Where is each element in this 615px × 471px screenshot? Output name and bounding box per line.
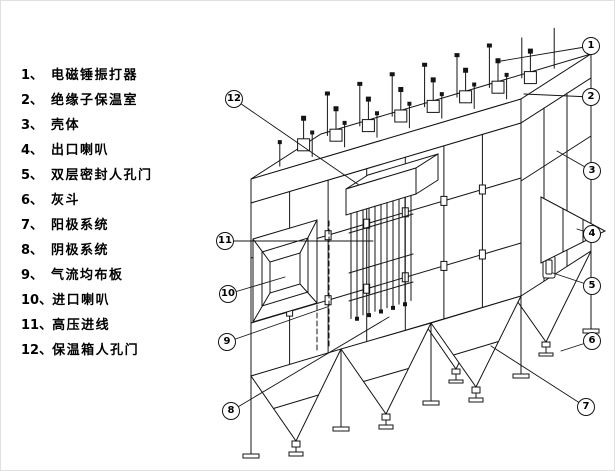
callout-number: 11 bbox=[218, 235, 232, 246]
legend-item-label: 出口喇叭 bbox=[51, 143, 110, 158]
callout-number: 7 bbox=[582, 401, 590, 412]
legend-item-7: 7、阳极系统 bbox=[21, 211, 153, 236]
legend-item-11: 11、高压进线 bbox=[21, 311, 153, 336]
support-legs bbox=[242, 295, 530, 459]
legend-item-label: 阳极系统 bbox=[51, 218, 110, 233]
legend-item-label: 双层密封人孔门 bbox=[51, 168, 153, 183]
callout-7: 7 bbox=[577, 398, 595, 416]
penthouse-insulation-box bbox=[345, 153, 439, 216]
legend-item-number: 3、 bbox=[21, 118, 44, 133]
callout-number: 1 bbox=[587, 40, 595, 51]
legend-item-label: 高压进线 bbox=[52, 318, 111, 333]
cathode-system bbox=[348, 195, 414, 321]
legend-item-6: 6、灰斗 bbox=[21, 186, 153, 211]
callout-number: 2 bbox=[587, 91, 595, 102]
callout-3: 3 bbox=[583, 162, 601, 180]
ash-hoppers bbox=[250, 295, 522, 442]
legend-item-number: 1、 bbox=[21, 68, 44, 83]
legend-item-label: 壳体 bbox=[51, 118, 81, 133]
parts-legend: 1、电磁锤振打器 2、绝缘子保温室 3、壳体 4、出口喇叭 5、双层密封人孔门 … bbox=[21, 61, 153, 361]
callout-6: 6 bbox=[583, 332, 601, 350]
legend-item-4: 4、出口喇叭 bbox=[21, 136, 153, 161]
legend-item-10: 10、进口喇叭 bbox=[21, 286, 153, 311]
callout-5: 5 bbox=[583, 277, 601, 295]
legend-item-3: 3、壳体 bbox=[21, 111, 153, 136]
inlet-horn bbox=[252, 219, 318, 323]
legend-item-label: 阴极系统 bbox=[51, 243, 110, 258]
callout-number: 4 bbox=[588, 228, 596, 239]
legend-item-12: 12、保温箱人孔门 bbox=[21, 336, 153, 361]
callout-number: 9 bbox=[223, 336, 231, 347]
callout-11: 11 bbox=[216, 232, 234, 250]
legend-item-number: 11、 bbox=[21, 318, 53, 333]
legend-item-label: 进口喇叭 bbox=[52, 293, 111, 308]
legend-item-number: 4、 bbox=[21, 143, 44, 158]
legend-item-label: 气流均布板 bbox=[51, 268, 124, 283]
callout-1: 1 bbox=[582, 37, 600, 55]
legend-item-number: 12、 bbox=[21, 343, 53, 358]
callout-10: 10 bbox=[219, 285, 237, 303]
callout-4: 4 bbox=[583, 225, 601, 243]
legend-item-number: 5、 bbox=[21, 168, 44, 183]
legend-item-2: 2、绝缘子保温室 bbox=[21, 86, 153, 111]
outlet-horn bbox=[540, 196, 607, 264]
legend-item-1: 1、电磁锤振打器 bbox=[21, 61, 153, 86]
legend-item-label: 电磁锤振打器 bbox=[51, 68, 139, 83]
roof-rappers bbox=[277, 27, 555, 167]
callout-2: 2 bbox=[582, 88, 600, 106]
legend-item-number: 10、 bbox=[21, 293, 53, 308]
legend-item-number: 6、 bbox=[21, 193, 44, 208]
shell-body bbox=[250, 53, 592, 377]
legend-item-9: 9、气流均布板 bbox=[21, 261, 153, 286]
legend-item-8: 8、阴极系统 bbox=[21, 236, 153, 261]
legend-item-number: 7、 bbox=[21, 218, 44, 233]
callout-number: 5 bbox=[588, 280, 596, 291]
callout-number: 10 bbox=[221, 288, 235, 299]
callout-9: 9 bbox=[218, 333, 236, 351]
legend-item-number: 8、 bbox=[21, 243, 44, 258]
callout-leader-lines bbox=[224, 45, 593, 412]
insulator-chambers bbox=[297, 71, 537, 152]
hopper-details bbox=[273, 341, 499, 457]
legend-item-label: 保温箱人孔门 bbox=[52, 343, 140, 358]
callout-number: 6 bbox=[588, 335, 596, 346]
legend-item-5: 5、双层密封人孔门 bbox=[21, 161, 153, 186]
legend-item-label: 灰斗 bbox=[51, 193, 81, 208]
callout-number: 12 bbox=[227, 93, 241, 104]
callout-12: 12 bbox=[225, 90, 243, 108]
callout-number: 3 bbox=[588, 165, 596, 176]
legend-item-number: 9、 bbox=[21, 268, 44, 283]
callout-8: 8 bbox=[222, 402, 240, 420]
legend-item-label: 绝缘子保温室 bbox=[51, 93, 139, 108]
legend-item-number: 2、 bbox=[21, 93, 44, 108]
callout-number: 8 bbox=[227, 405, 235, 416]
